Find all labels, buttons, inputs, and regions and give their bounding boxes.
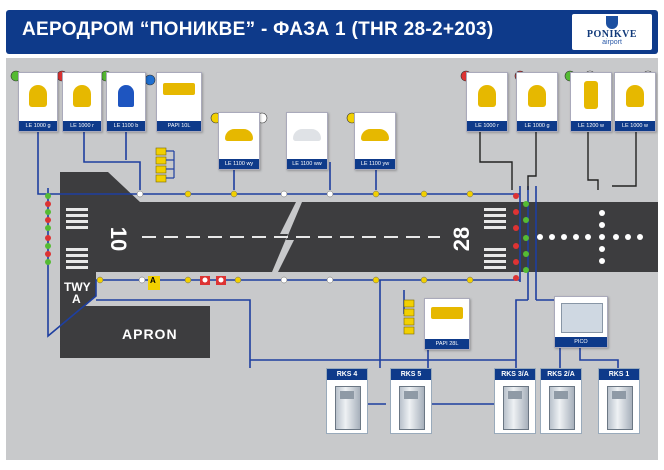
inset-light-icon bbox=[225, 129, 253, 141]
cabinet-icon bbox=[607, 386, 633, 430]
rks-unit-2a: RKS 2/A bbox=[540, 368, 582, 434]
cable-network-dark bbox=[479, 124, 637, 190]
fixture-le1000r-left: LE 1000 r bbox=[62, 72, 102, 132]
fixture-caption: PAPI 10L bbox=[157, 121, 201, 131]
rks-label: RKS 2/A bbox=[541, 369, 581, 380]
cabinet-icon bbox=[549, 386, 575, 430]
rks-label: RKS 5 bbox=[391, 369, 431, 380]
elevated-light-icon bbox=[584, 81, 598, 109]
rks-label: RKS 1 bbox=[599, 369, 639, 380]
airport-logo: PONIKVE airport bbox=[572, 14, 652, 50]
elevated-light-icon bbox=[528, 85, 546, 107]
edge-lights-right bbox=[513, 193, 529, 281]
apron-pavement bbox=[60, 306, 210, 358]
runway-designator-10: 10 bbox=[106, 226, 132, 252]
fixture-le1000r-right: LE 1000 r bbox=[466, 72, 508, 132]
runway-edge-lights bbox=[96, 190, 474, 284]
header-bar: АЕРОДРОМ “ПОНИКВЕ” - ФАЗА 1 (THR 28-2+20… bbox=[6, 10, 658, 54]
fixture-caption: PICO bbox=[555, 337, 607, 347]
papi-boxes-28l bbox=[403, 299, 415, 335]
stop-bar-signs bbox=[200, 276, 226, 285]
cabinet-icon bbox=[399, 386, 425, 430]
fixture-caption: LE 1000 g bbox=[517, 121, 557, 131]
logo-name: PONIKVE bbox=[586, 29, 638, 40]
fixture-caption: LE 1000 g bbox=[19, 121, 57, 131]
fixture-le1000g-right: LE 1000 g bbox=[516, 72, 558, 132]
apron-label: APRON bbox=[122, 326, 178, 342]
fixture-caption: LE 1000 r bbox=[63, 121, 101, 131]
rks-label: RKS 3/A bbox=[495, 369, 535, 380]
taxi-sign-letter: A bbox=[150, 276, 156, 285]
papi-unit-icon bbox=[163, 83, 195, 95]
inset-light-icon bbox=[293, 129, 321, 141]
cabinet-icon bbox=[335, 386, 361, 430]
rks-label: RKS 4 bbox=[327, 369, 367, 380]
papi-unit-icon bbox=[431, 307, 463, 319]
fixture-caption: LE 1100 ww bbox=[287, 159, 327, 169]
page-title: АЕРОДРОМ “ПОНИКВЕ” - ФАЗА 1 (THR 28-2+20… bbox=[22, 19, 494, 40]
fixture-le1100ww: LE 1100 ww bbox=[286, 112, 328, 170]
threshold-markings-left bbox=[66, 208, 88, 269]
taxiway-letter: A bbox=[72, 292, 81, 306]
logo-subtitle: airport bbox=[602, 39, 622, 46]
fixture-caption: LE 1000 r bbox=[467, 121, 507, 131]
rks-unit-5: RKS 5 bbox=[390, 368, 432, 434]
elevated-light-icon bbox=[29, 85, 47, 107]
elevated-light-icon bbox=[626, 85, 644, 107]
threshold-markings-right bbox=[484, 208, 506, 269]
fixture-caption: PAPI 28L bbox=[425, 339, 469, 349]
edge-lights-left bbox=[45, 193, 51, 265]
taxi-sign bbox=[148, 276, 160, 290]
fixture-pico: PICO bbox=[554, 296, 608, 348]
fixture-papi10l: PAPI 10L bbox=[156, 72, 202, 132]
fixture-le1100wy: LE 1100 wy bbox=[218, 112, 260, 170]
control-panel-icon bbox=[561, 303, 603, 333]
fixture-caption: LE 1000 w bbox=[615, 121, 655, 131]
rks-unit-3a: RKS 3/A bbox=[494, 368, 536, 434]
fixture-caption: LE 1100 b bbox=[107, 121, 145, 131]
fixture-le1000g-left: LE 1000 g bbox=[18, 72, 58, 132]
fixture-le1000w: LE 1000 w bbox=[614, 72, 656, 132]
elevated-light-icon bbox=[478, 85, 496, 107]
cabinet-icon bbox=[503, 386, 529, 430]
fixture-caption: LE 1200 w bbox=[571, 121, 611, 131]
fixture-papi28l: PAPI 28L bbox=[424, 298, 470, 350]
runway-designator-28: 28 bbox=[449, 226, 475, 252]
runway-taxiway-pavement bbox=[60, 172, 658, 330]
fixture-le1100yw: LE 1100 yw bbox=[354, 112, 396, 170]
fixture-le1200w: LE 1200 w bbox=[570, 72, 612, 132]
fixture-caption: LE 1100 yw bbox=[355, 159, 395, 169]
rks-unit-1: RKS 1 bbox=[598, 368, 640, 434]
inset-light-icon bbox=[361, 129, 389, 141]
crest-icon bbox=[606, 16, 618, 29]
fixture-le1100b: LE 1100 b bbox=[106, 72, 146, 132]
fixture-caption: LE 1100 wy bbox=[219, 159, 259, 169]
taxiway-label: TWY bbox=[64, 280, 91, 294]
elevated-light-icon bbox=[73, 85, 91, 107]
blue-light-icon bbox=[118, 85, 134, 107]
approach-lights bbox=[537, 210, 643, 264]
rks-unit-4: RKS 4 bbox=[326, 368, 368, 434]
